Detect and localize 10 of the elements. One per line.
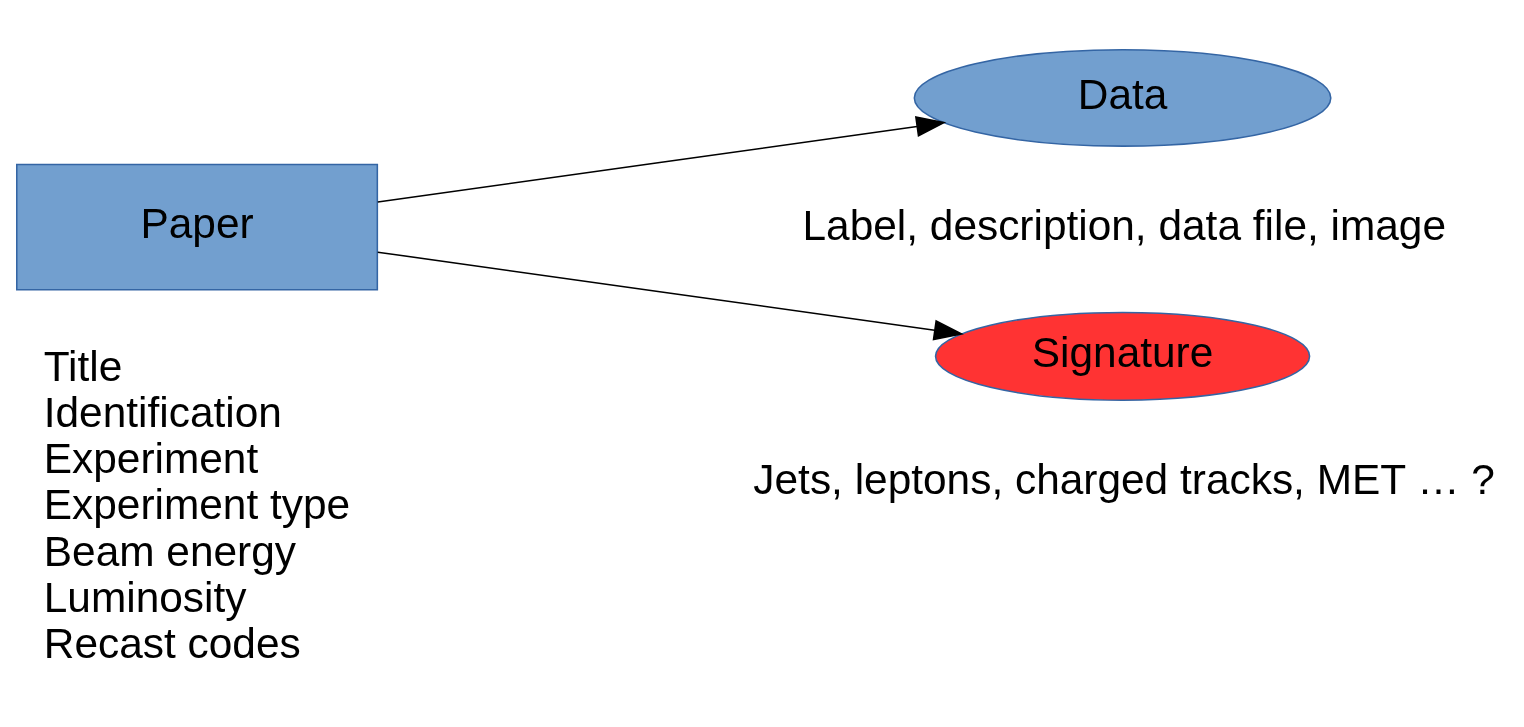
node-label: Experiment — [43, 434, 259, 482]
node-label: Title — [43, 342, 123, 390]
node-label: Jets, leptons, charged tracks, MET … ? — [753, 455, 1495, 503]
node-label: Luminosity — [43, 573, 247, 621]
arrow — [377, 250, 964, 341]
node-label: Beam energy — [43, 527, 296, 575]
node-label: Label, description, data file, image — [802, 201, 1447, 249]
node-box: Paper — [16, 163, 379, 291]
node-label: Identification — [43, 388, 282, 436]
arrow — [377, 115, 947, 203]
